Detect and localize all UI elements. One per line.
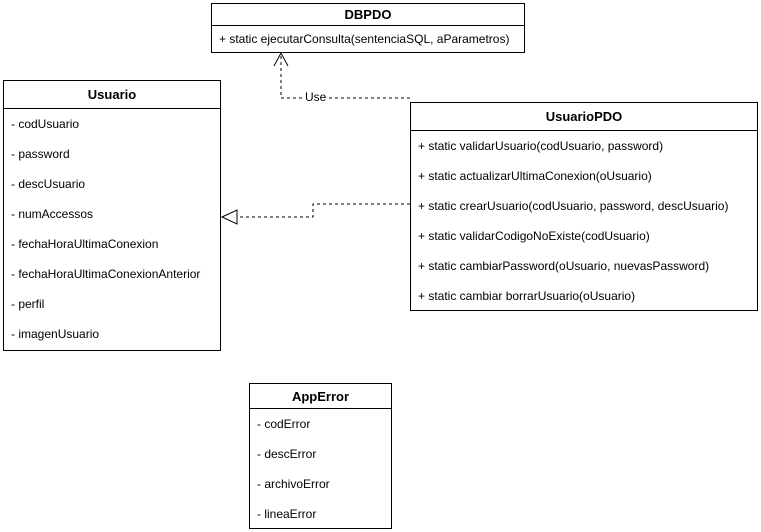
class-title-usuario: Usuario bbox=[4, 81, 220, 109]
use-edge-label: Use bbox=[302, 90, 330, 105]
class-member: - codError bbox=[257, 417, 311, 431]
hollow-triangle-arrowhead-icon bbox=[220, 209, 238, 225]
class-member: - password bbox=[11, 147, 70, 161]
class-member: + static crearUsuario(codUsuario, passwo… bbox=[418, 199, 729, 213]
class-member: - descUsuario bbox=[11, 177, 86, 191]
class-box-apperror: AppError - codError - descError - archiv… bbox=[249, 383, 392, 529]
class-member: - lineaError bbox=[257, 507, 317, 521]
class-member: - fechaHoraUltimaConexion bbox=[11, 237, 159, 251]
class-member: + static cambiar borrarUsuario(oUsuario) bbox=[418, 289, 636, 303]
class-box-usuario: Usuario - codUsuario - password - descUs… bbox=[3, 80, 221, 351]
class-title-usuariopdo: UsuarioPDO bbox=[411, 103, 757, 131]
class-member: - perfil bbox=[11, 297, 45, 311]
class-box-dbpdo: DBPDO + static ejecutarConsulta(sentenci… bbox=[211, 3, 525, 53]
class-member: - imagenUsuario bbox=[11, 327, 100, 341]
class-member: + static actualizarUltimaConexion(oUsuar… bbox=[418, 169, 652, 183]
class-member: + static ejecutarConsulta(sentenciaSQL, … bbox=[219, 32, 510, 46]
class-member: + static validarCodigoNoExiste(codUsuari… bbox=[418, 229, 650, 243]
class-box-usuariopdo: UsuarioPDO + static validarUsuario(codUs… bbox=[410, 102, 758, 311]
class-member: - archivoError bbox=[257, 477, 330, 491]
use-dependency-line bbox=[280, 56, 410, 99]
class-member: + static cambiarPassword(oUsuario, nueva… bbox=[418, 259, 710, 273]
class-member: - fechaHoraUltimaConexionAnterior bbox=[11, 267, 201, 281]
class-member: - numAccessos bbox=[11, 207, 94, 221]
use-dependency-edge bbox=[273, 51, 410, 99]
class-title-apperror: AppError bbox=[250, 384, 391, 409]
class-title-dbpdo: DBPDO bbox=[212, 4, 524, 26]
class-member: - codUsuario bbox=[11, 117, 80, 131]
class-member: + static validarUsuario(codUsuario, pass… bbox=[418, 139, 664, 153]
realization-edge bbox=[220, 203, 410, 225]
class-member: - descError bbox=[257, 447, 317, 461]
open-arrowhead-icon bbox=[273, 51, 289, 67]
realization-line bbox=[238, 203, 410, 218]
